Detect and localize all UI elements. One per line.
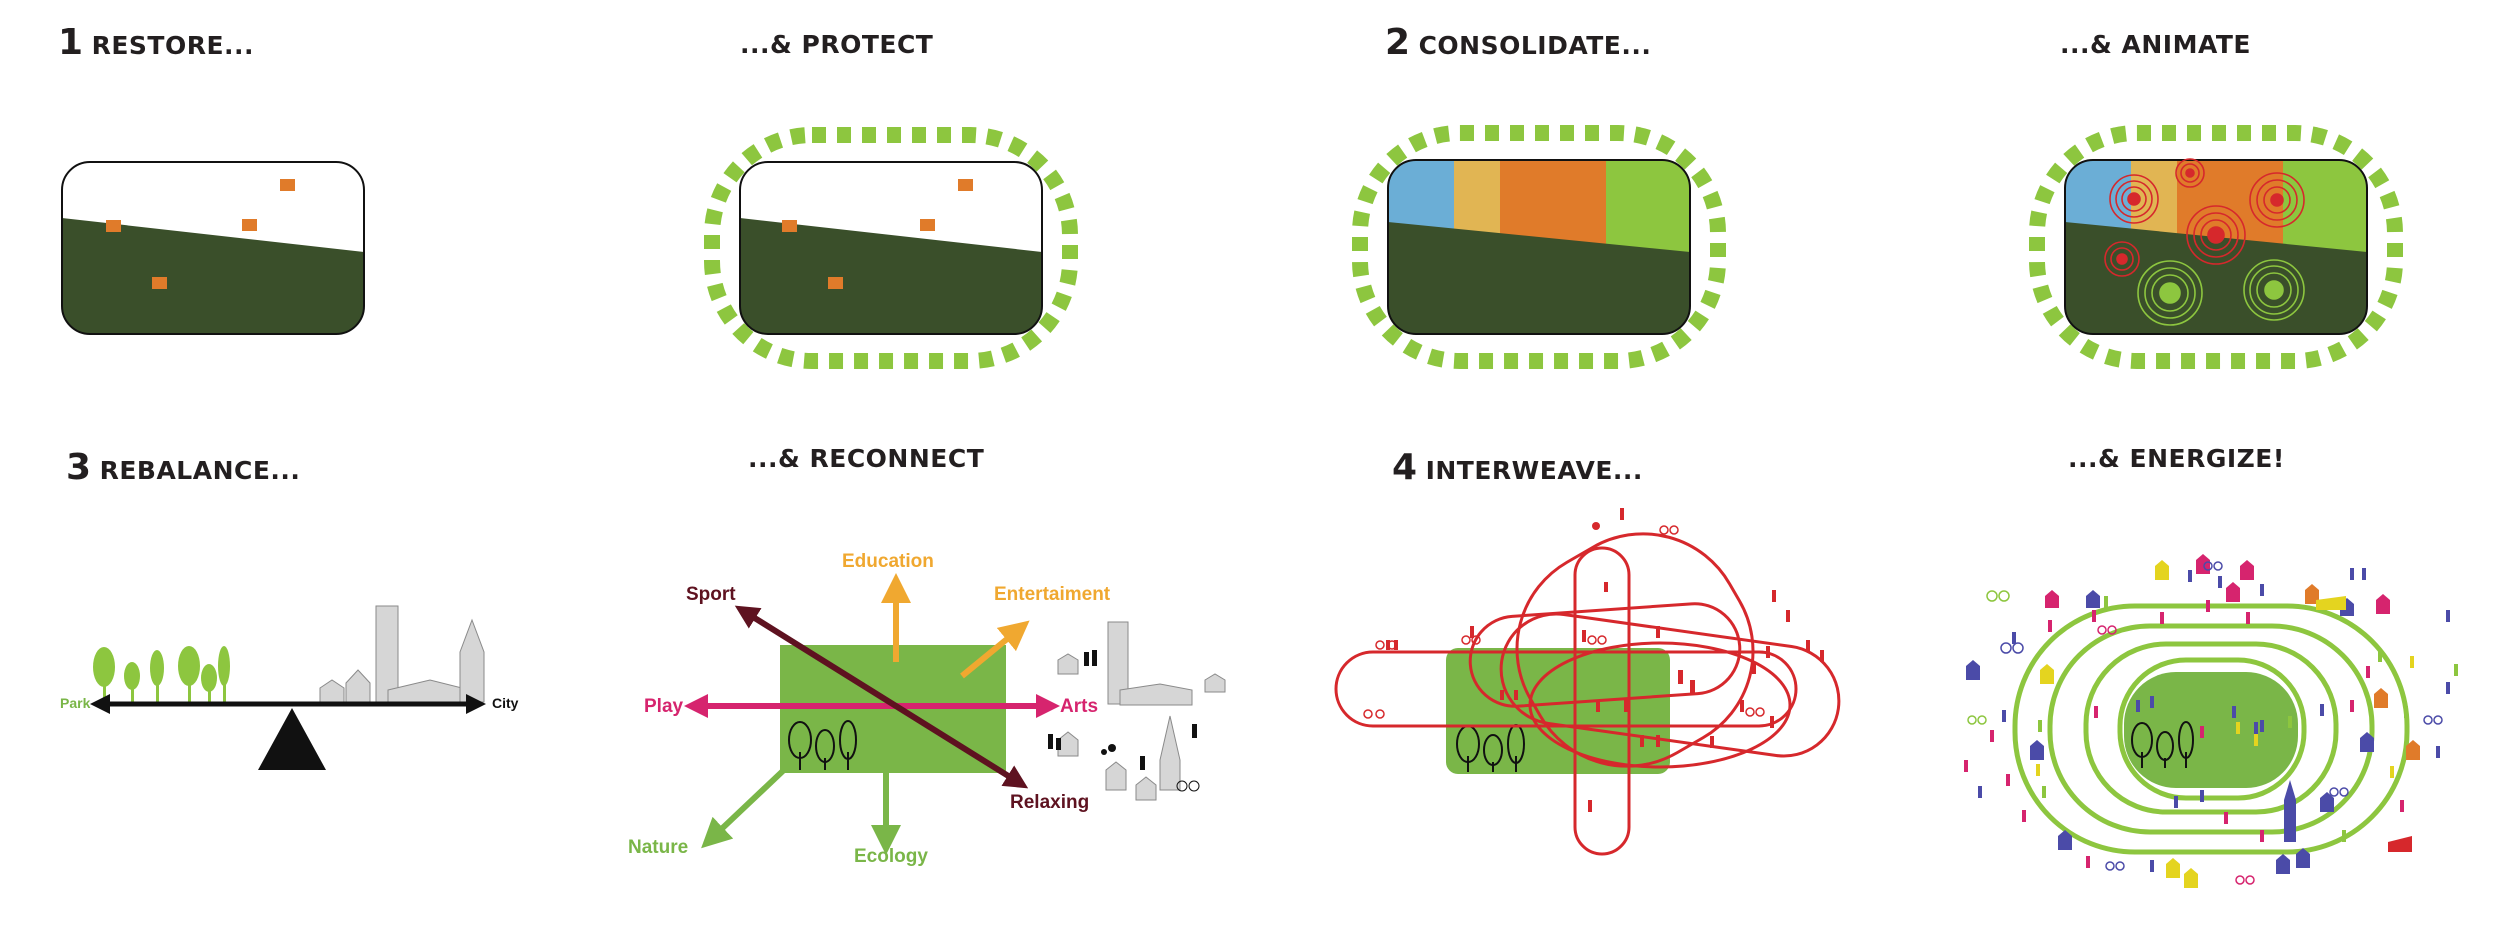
step-reconnect-title: ...& RECONNECT <box>748 444 984 473</box>
step-number: 4 <box>1392 447 1418 488</box>
step-label: CONSOLIDATE... <box>1418 31 1652 60</box>
step-label: ...& ANIMATE <box>2060 30 2251 59</box>
step-energize-title: ...& ENERGIZE! <box>2068 444 2285 473</box>
energize-panel <box>1964 554 2458 888</box>
step-label: ...& RECONNECT <box>748 444 985 473</box>
step-label: ...& PROTECT <box>740 30 934 59</box>
reconnect-panel: Sport Education Entertaiment Play Arts R… <box>628 551 1226 867</box>
sport-label: Sport <box>686 584 736 605</box>
consolidate-panel <box>1352 125 1726 369</box>
step-number: 2 <box>1385 22 1411 63</box>
protect-panel <box>704 127 1078 369</box>
ecology-label: Ecology <box>854 846 928 867</box>
interweave-panel <box>1334 508 1841 856</box>
restore-panel <box>61 161 365 335</box>
arts-label: Arts <box>1060 696 1098 717</box>
step-label: RESTORE... <box>91 31 255 60</box>
step-animate-title: ...& ANIMATE <box>2060 30 2251 59</box>
step-protect-title: ...& PROTECT <box>740 30 933 59</box>
relaxing-label: Relaxing <box>1010 792 1089 813</box>
rebalance-panel: Park City <box>60 605 519 770</box>
entertainment-label: Entertaiment <box>994 584 1111 605</box>
nature-label: Nature <box>628 837 688 858</box>
step-label: INTERWEAVE... <box>1425 456 1643 485</box>
animate-panel <box>2029 125 2403 369</box>
park-label: Park <box>60 695 91 711</box>
city-label: City <box>492 695 519 711</box>
play-label: Play <box>644 696 684 717</box>
step-number: 1 <box>58 22 84 63</box>
step-label: REBALANCE... <box>99 456 301 485</box>
step-label: ...& ENERGIZE! <box>2068 444 2285 473</box>
education-label: Education <box>842 551 934 572</box>
step-number: 3 <box>66 447 92 488</box>
